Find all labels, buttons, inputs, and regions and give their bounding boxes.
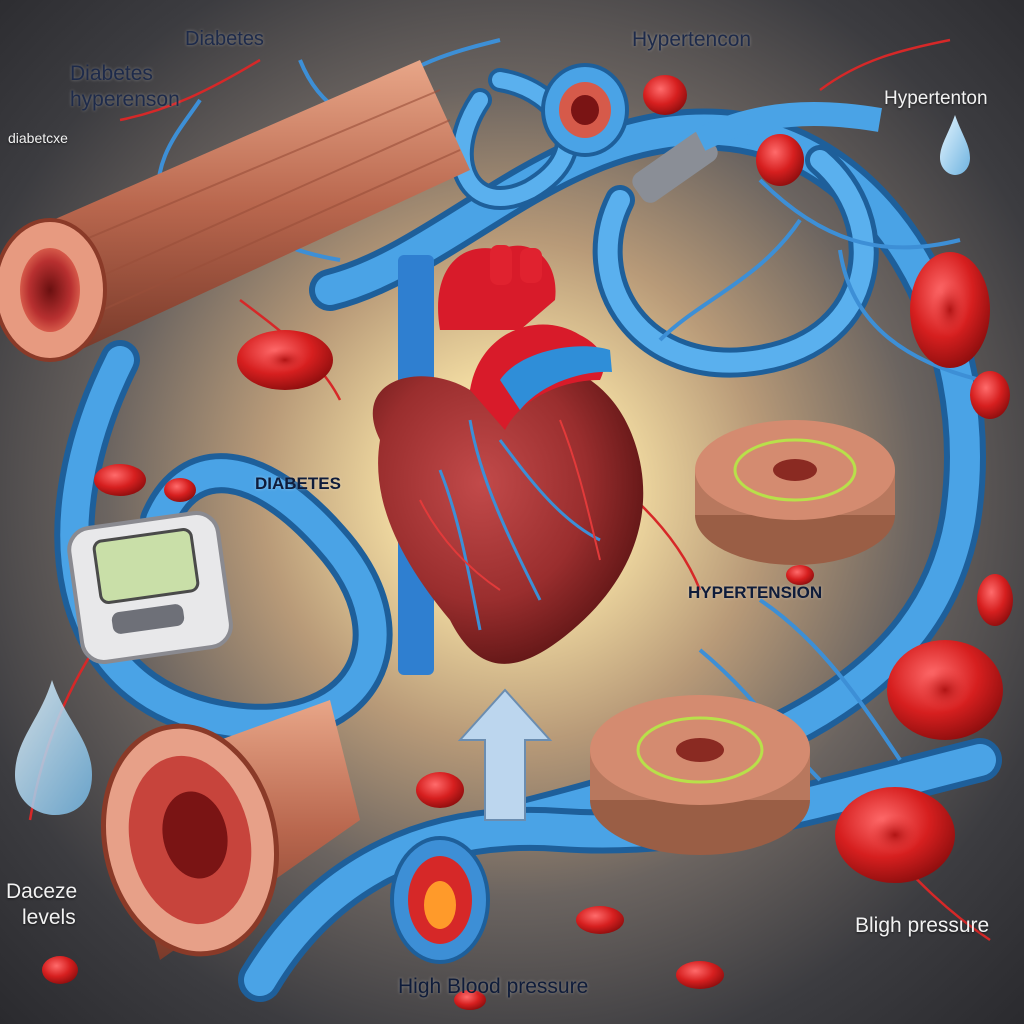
artery-tube-bottom-left xyxy=(100,700,360,960)
label-hypertension-right: Hypertenton xyxy=(884,88,988,109)
water-drop-left xyxy=(15,680,92,815)
label-bligh-pressure: Bligh pressure xyxy=(855,914,990,937)
catheter-tube xyxy=(632,102,882,203)
label-diabetes-top: Diabetes xyxy=(185,28,264,50)
label-daceze: Daceze xyxy=(6,880,78,903)
vessel-ring-top xyxy=(541,63,629,157)
label-diabetcxe: diabetcxe xyxy=(8,130,68,146)
label-hypertension-top: Hypertencon xyxy=(632,28,752,51)
label-hypertension-center: HYPERTENSION xyxy=(688,583,823,602)
label-diabetes-top-left: Diabetes xyxy=(70,62,153,85)
label-diabetes-center: DIABETES xyxy=(255,474,341,493)
artery-tube-top-left xyxy=(0,60,470,362)
label-high-blood-pressure: High Blood pressure xyxy=(398,975,589,998)
water-drop-right xyxy=(940,115,970,175)
glucose-meter-icon xyxy=(67,511,233,664)
artery-cross-section-upper xyxy=(695,420,895,565)
red-blood-cells xyxy=(42,75,1013,1010)
label-hyperenson-top-left: hyperenson xyxy=(70,88,180,111)
pressure-arrow xyxy=(457,688,553,821)
label-levels: levels xyxy=(22,906,76,929)
artery-cross-section-lower xyxy=(590,695,810,855)
vessel-opening-bottom xyxy=(390,836,490,964)
heart-illustration xyxy=(372,245,644,675)
